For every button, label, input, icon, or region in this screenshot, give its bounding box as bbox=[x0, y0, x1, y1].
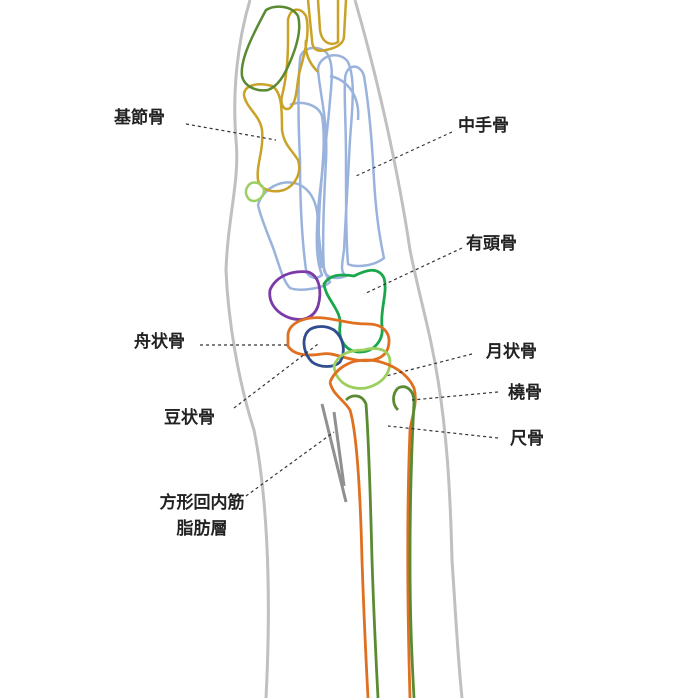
label-ulna: 尺骨 bbox=[510, 429, 544, 449]
label-pronator-fat-pad: 方形回内筋 脂肪層 bbox=[134, 490, 270, 542]
capitate-bone bbox=[322, 268, 387, 354]
pisiform-bone bbox=[302, 325, 345, 368]
phalanx-bone-green bbox=[240, 5, 301, 92]
sesamoid-bone bbox=[244, 181, 266, 203]
radius-bone bbox=[328, 358, 417, 698]
skin-outline-right bbox=[353, 0, 464, 698]
ulna-bone bbox=[345, 385, 416, 698]
label-pronator-line1: 方形回内筋 bbox=[159, 493, 245, 513]
label-scaphoid: 舟状骨 bbox=[134, 332, 185, 352]
scaphoid-bone-orange bbox=[286, 316, 391, 363]
pronator-fat-pad-lines bbox=[320, 403, 348, 503]
label-radius: 橈骨 bbox=[508, 383, 542, 403]
label-lunate: 月状骨 bbox=[486, 342, 537, 362]
scaphoid-bone bbox=[268, 270, 322, 321]
label-pisiform: 豆状骨 bbox=[164, 408, 215, 428]
label-pronator-line2: 脂肪層 bbox=[176, 519, 228, 539]
skin-outline-left bbox=[224, 0, 270, 698]
metacarpal-bones bbox=[256, 46, 386, 291]
phalanx-bones-gold bbox=[242, 0, 348, 193]
lunate-bone bbox=[332, 347, 392, 390]
label-metacarpal: 中手骨 bbox=[458, 116, 509, 136]
label-capitate: 有頭骨 bbox=[466, 234, 517, 254]
label-leader-lines bbox=[185, 123, 499, 497]
label-phalanx: 基節骨 bbox=[114, 108, 165, 128]
